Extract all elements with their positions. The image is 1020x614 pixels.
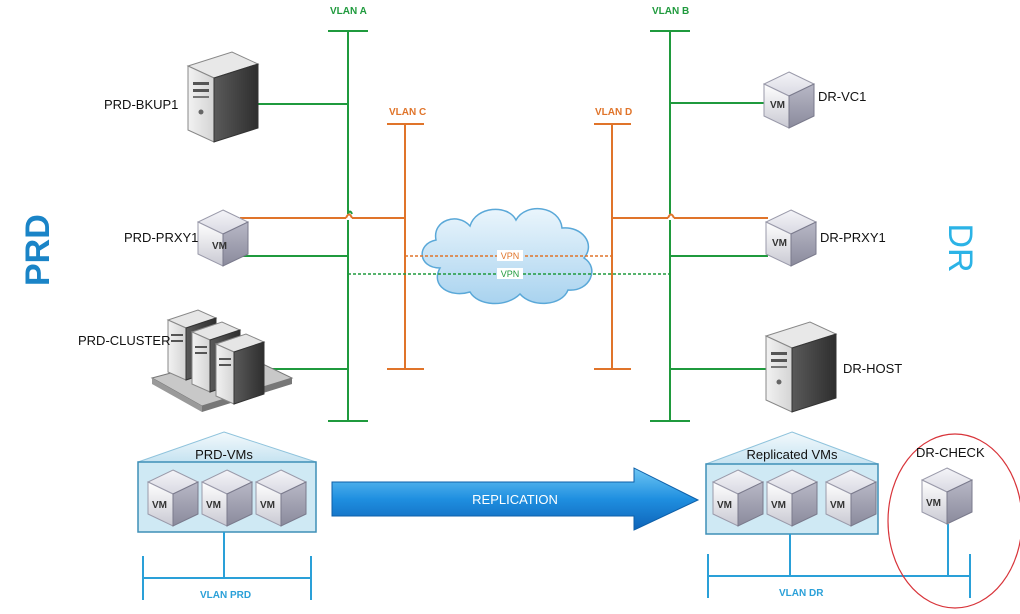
- vpn-label-green: VPN: [501, 269, 520, 279]
- svg-text:VM: VM: [212, 241, 227, 252]
- vlan-dr-bus: [707, 524, 971, 598]
- vlan-a-bus: [328, 30, 368, 422]
- prd-site-label: PRD: [19, 214, 57, 286]
- dr-vc1-vm-cube-icon: VM: [763, 71, 815, 129]
- svg-text:VM: VM: [830, 500, 845, 511]
- replicated-vms-group: VM VM VM: [705, 431, 879, 535]
- prd-cluster-server-cluster-icon: [150, 309, 294, 412]
- svg-text:VM: VM: [260, 500, 275, 511]
- svg-text:VM: VM: [771, 500, 786, 511]
- replication-label: REPLICATION: [472, 492, 558, 507]
- vlan-d-bus: [594, 123, 631, 370]
- dr-check-label: DR-CHECK: [916, 445, 985, 460]
- replicated-vms-label: Replicated VMs: [746, 447, 838, 462]
- prd-vms-group: VM VM VM: [137, 431, 317, 533]
- svg-text:VM: VM: [206, 500, 221, 511]
- vpn-label-orange: VPN: [501, 251, 520, 261]
- vlan-c-bus: [387, 123, 424, 370]
- dr-host-label: DR-HOST: [843, 361, 903, 376]
- svg-text:VM: VM: [717, 500, 732, 511]
- vlan-prd-bus: [142, 532, 312, 600]
- vlan-b-bus: [650, 30, 690, 422]
- replication-arrow: [331, 467, 700, 531]
- svg-text:VM: VM: [926, 498, 941, 509]
- vlan-dr-label: VLAN DR: [779, 588, 824, 599]
- svg-text:VM: VM: [152, 500, 167, 511]
- dr-vc1-label: DR-VC1: [818, 89, 867, 104]
- prd-prxy1-vm-cube-icon: VM: [197, 209, 249, 267]
- vlan-b-label: VLAN B: [652, 6, 690, 17]
- dr-site-label: DR: [941, 223, 979, 273]
- dr-prxy1-label: DR-PRXY1: [820, 230, 886, 245]
- vlan-prd-label: VLAN PRD: [200, 590, 252, 601]
- host-links: [240, 102, 770, 370]
- svg-text:VM: VM: [772, 238, 787, 249]
- dr-host-server-tower-icon: [765, 321, 837, 413]
- prd-bkup1-label: PRD-BKUP1: [104, 97, 179, 112]
- dr-prxy1-vm-cube-icon: VM: [765, 209, 817, 267]
- vpn-orange-label-bg: [497, 250, 523, 261]
- prd-cluster-label: PRD-CLUSTER: [78, 333, 171, 348]
- dr-check-vm-cube-icon: VM: [921, 467, 973, 525]
- prd-bkup1-server-tower-icon: [187, 51, 259, 143]
- prd-vms-label: PRD-VMs: [195, 447, 253, 462]
- vlan-c-label: VLAN C: [389, 107, 427, 118]
- svg-text:VM: VM: [770, 100, 785, 111]
- vlan-a-label: VLAN A: [330, 6, 367, 17]
- prd-prxy1-label: PRD-PRXY1: [124, 230, 199, 245]
- vlan-d-label: VLAN D: [595, 107, 633, 118]
- dr-check-highlight-circle: [887, 433, 1020, 609]
- vpn-green-label-bg: [497, 268, 523, 279]
